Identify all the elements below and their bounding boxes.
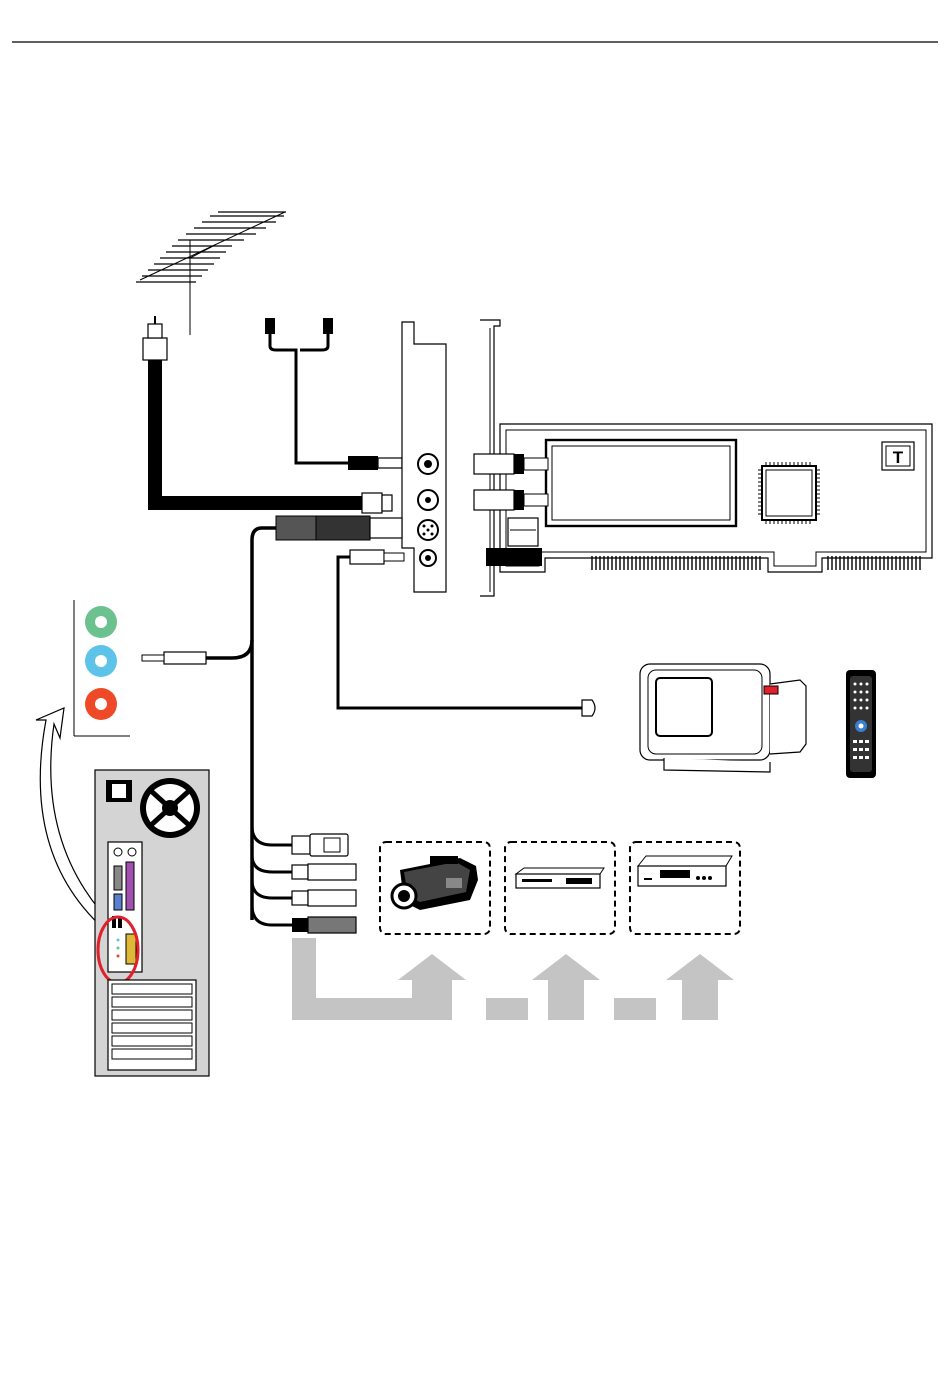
ir-sensor-icon <box>338 550 595 716</box>
audio-jack-panel-icon <box>74 600 130 736</box>
antenna-coax-cable <box>143 316 392 513</box>
input-flow-arrows <box>292 938 734 1020</box>
y-splitter-cable-icon <box>265 318 402 470</box>
dvd-player-icon <box>516 868 604 888</box>
tv-antenna-icon <box>136 212 286 335</box>
dvd-player-box <box>505 842 615 934</box>
vcr-icon <box>638 856 732 886</box>
card-logo-text: T <box>893 448 904 467</box>
vcr-box <box>630 842 740 934</box>
pc-tower-rear-icon <box>95 770 209 1076</box>
audio-cable <box>142 640 252 664</box>
pci-card-icon: T <box>402 320 932 596</box>
camcorder-box <box>380 842 490 934</box>
remote-control-icon <box>846 670 876 778</box>
crt-monitor-icon <box>640 664 806 772</box>
